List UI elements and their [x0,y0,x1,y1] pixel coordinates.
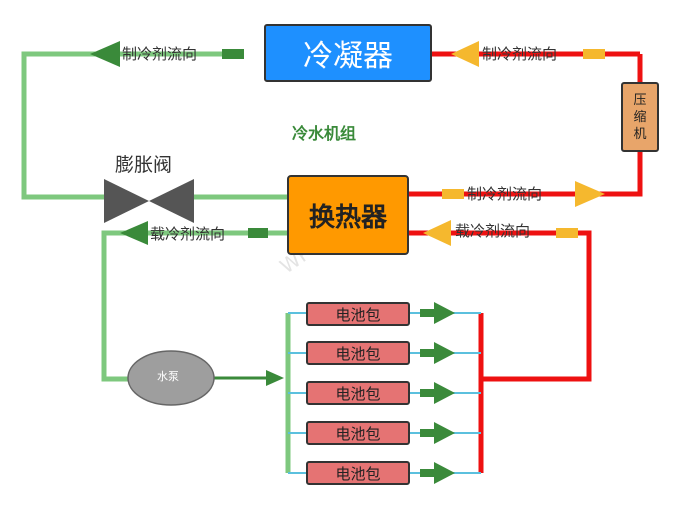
flow-label-top-left: 制冷剂流向 [122,45,198,63]
battery-pack-3: 电池包 [306,381,410,405]
pump-outlet-arrowhead [266,370,284,386]
battery-pack-5: 电池包 [306,461,410,485]
battery-pack-label: 电池包 [335,344,381,363]
compressor-label: 压缩机 [633,92,647,142]
battery-pack-label: 电池包 [335,305,381,324]
condenser-label: 冷凝器 [303,39,393,74]
coolant-return-line [409,230,592,382]
expansion-valve-icon [104,179,194,223]
flow-arrow-top-left [90,41,244,67]
flow-arrow-coolant-left [120,221,268,245]
coolant-line-left [101,230,288,382]
battery-pack-2: 电池包 [306,341,410,365]
hot-line-compressor-bottom [409,150,643,197]
pump-label: 水泵 [157,370,179,383]
flow-label-top-right: 制冷剂流向 [482,45,558,63]
heat-exchanger-box: 换热器 [287,175,409,255]
flow-label-coolant-right: 载冷剂流向 [455,222,531,240]
flow-arrow-coolant-right [423,220,578,246]
battery-pack-label: 电池包 [335,464,381,483]
flow-label-coolant-left: 载冷剂流向 [150,225,226,243]
pump-icon [127,350,215,406]
flow-arrow-top-right [451,41,605,67]
system-title: 冷水机组 [292,124,357,143]
compressor-box: 压缩机 [621,82,659,152]
condenser-box: 冷凝器 [264,24,432,82]
battery-pack-4: 电池包 [306,421,410,445]
heat-exchanger-label: 换热器 [308,202,387,233]
battery-pack-1: 电池包 [306,302,410,326]
flow-label-right-mid: 制冷剂流向 [467,185,543,203]
expansion-valve-label: 膨胀阀 [115,154,173,176]
battery-pack-label: 电池包 [335,384,381,403]
refrigerant-line-left [21,51,238,200]
battery-pack-label: 电池包 [335,424,381,443]
flow-arrow-right-mid [442,181,605,207]
